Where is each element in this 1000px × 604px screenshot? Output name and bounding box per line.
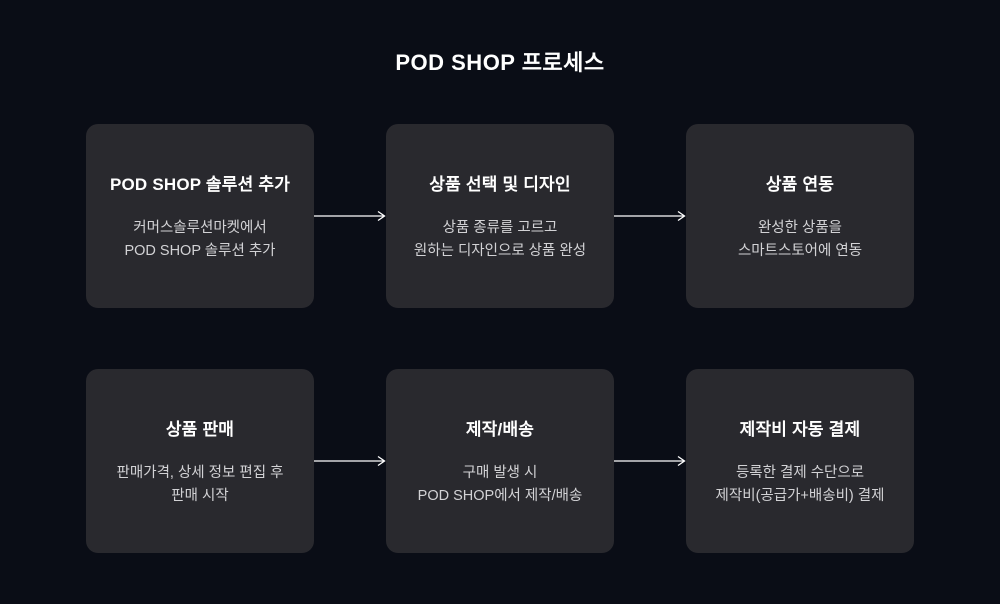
card-text-line: 구매 발생 시 [462,464,538,481]
card-text-line: 제작비(공급가+배송비) 결제 [715,487,885,504]
process-rows: POD SHOP 솔루션 추가 커머스솔루션마켓에서 POD SHOP 솔루션 … [86,124,914,553]
card-body: 등록한 결제 수단으로 제작비(공급가+배송비) 결제 [716,462,885,508]
process-card-auto-payment: 제작비 자동 결제 등록한 결제 수단으로 제작비(공급가+배송비) 결제 [686,369,914,553]
arrow-right-icon [614,210,686,222]
arrow-right-icon [314,210,386,222]
process-card-product-design: 상품 선택 및 디자인 상품 종류를 고르고 원하는 디자인으로 상품 완성 [386,124,614,308]
card-title: 상품 선택 및 디자인 [429,174,571,194]
card-text-line: 판매 시작 [171,487,229,504]
card-text-line: POD SHOP 솔루션 추가 [124,242,276,259]
page-title: POD SHOP 프로세스 [395,50,605,75]
card-body: 판매가격, 상세 정보 편집 후 판매 시작 [117,462,284,508]
arrow-right-icon [614,455,686,467]
card-text-line: 등록한 결제 수단으로 [735,464,865,481]
card-body: 완성한 상품을 스마트스토어에 연동 [738,217,862,263]
card-title: 상품 판매 [165,419,235,439]
process-card-product-sale: 상품 판매 판매가격, 상세 정보 편집 후 판매 시작 [86,369,314,553]
card-body: 상품 종류를 고르고 원하는 디자인으로 상품 완성 [414,217,586,263]
card-title: POD SHOP 솔루션 추가 [109,174,291,194]
card-text-line: 완성한 상품을 [757,219,843,236]
card-body: 커머스솔루션마켓에서 POD SHOP 솔루션 추가 [124,217,275,263]
process-row-1: POD SHOP 솔루션 추가 커머스솔루션마켓에서 POD SHOP 솔루션 … [86,124,914,308]
process-card-production-shipping: 제작/배송 구매 발생 시 POD SHOP에서 제작/배송 [386,369,614,553]
card-text-line: 판매가격, 상세 정보 편집 후 [116,464,284,481]
card-text-line: 상품 종류를 고르고 [442,219,558,236]
card-text-line: 스마트스토어에 연동 [737,242,863,259]
card-text-line: 원하는 디자인으로 상품 완성 [413,242,587,259]
card-body: 구매 발생 시 POD SHOP에서 제작/배송 [418,462,583,508]
arrow-right-icon [314,455,386,467]
card-title: 제작비 자동 결제 [739,419,861,439]
card-text-line: 커머스솔루션마켓에서 [133,219,267,236]
process-row-2: 상품 판매 판매가격, 상세 정보 편집 후 판매 시작 제작/배송 구매 발생… [86,369,914,553]
card-title: 상품 연동 [765,174,835,194]
process-card-product-link: 상품 연동 완성한 상품을 스마트스토어에 연동 [686,124,914,308]
process-card-pod-shop-solution: POD SHOP 솔루션 추가 커머스솔루션마켓에서 POD SHOP 솔루션 … [86,124,314,308]
card-title: 제작/배송 [465,419,535,439]
card-text-line: POD SHOP에서 제작/배송 [417,487,583,504]
